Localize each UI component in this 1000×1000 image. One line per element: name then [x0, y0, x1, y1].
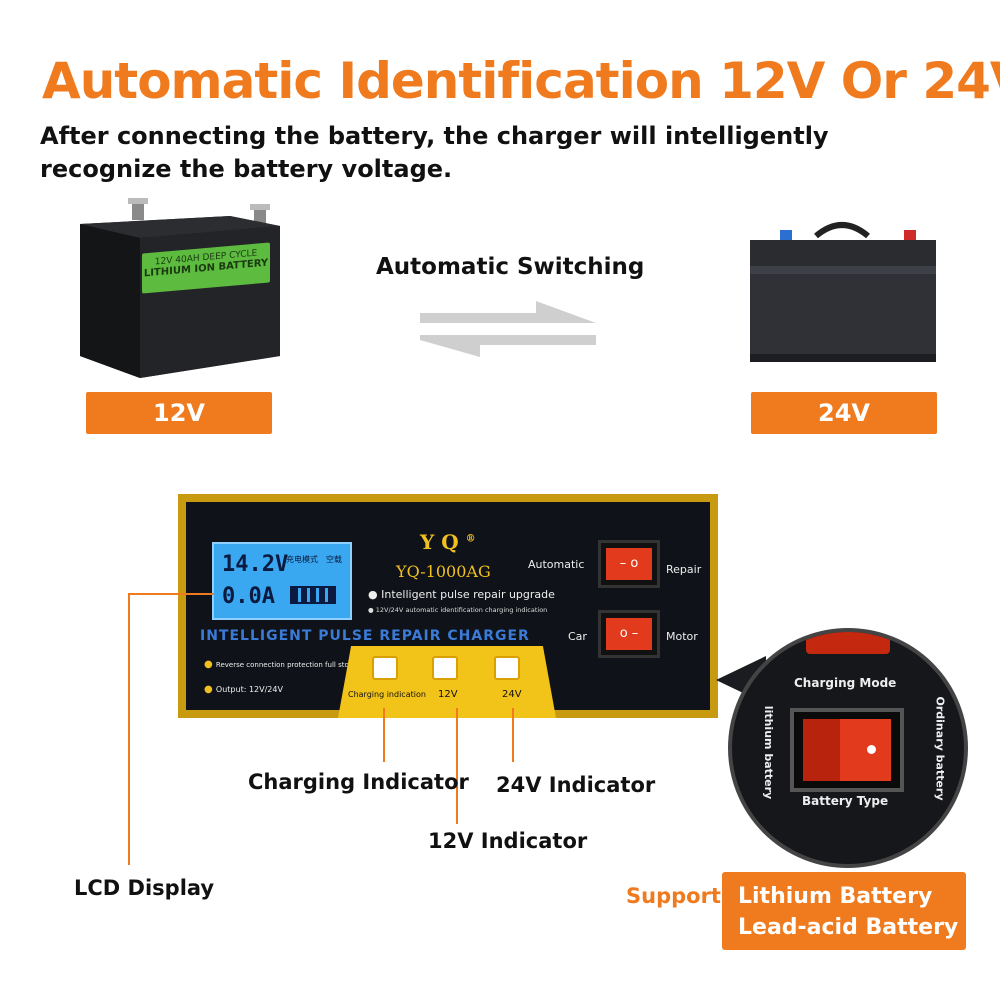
support-label: Support	[626, 884, 721, 908]
switch1-right-label: Repair	[666, 563, 702, 576]
tray-label-24v: 24V	[502, 689, 522, 700]
support-lead-acid: Lead-acid Battery	[738, 915, 959, 940]
rocker-dot	[867, 745, 876, 754]
rocker-switch-face: o –	[606, 618, 652, 650]
page-title: Automatic Identification 12V Or 24V	[42, 52, 1000, 110]
mode-rocker-switch[interactable]: – o	[598, 540, 660, 588]
switch2-right-label: Motor	[666, 630, 698, 643]
lcd-display: 14.2V 0.0A 充电模式 空载	[212, 542, 352, 620]
callout-charging-indicator: Charging Indicator	[248, 770, 469, 794]
tray-label-charging: Charging indication	[348, 690, 426, 699]
panel-caption: INTELLIGENT PULSE REPAIR CHARGER	[200, 628, 530, 644]
24v-indicator-led	[494, 656, 520, 680]
brand-mark: ®	[465, 533, 476, 545]
brand-name: Y Q	[420, 530, 459, 554]
feature-1-text: Intelligent pulse repair upgrade	[381, 588, 555, 601]
voltage-tag-24v: 24V	[751, 392, 937, 434]
callout-12v-indicator: 12V Indicator	[428, 829, 588, 853]
callout-24v-indicator: 24V Indicator	[496, 773, 656, 797]
feature-2-text: 12V/24V automatic identification chargin…	[375, 606, 548, 614]
brand-logo: Y Q ®	[420, 530, 476, 554]
note-output: ● Output: 12V/24V	[204, 684, 283, 695]
lithium-battery-image: 12V 40AH DEEP CYCLE LITHIUM ION BATTERY	[80, 196, 280, 381]
zoom-charging-mode: Charging Mode	[794, 676, 897, 690]
lead-acid-battery-image	[744, 218, 940, 368]
zoom-lithium-label: lithium battery	[762, 705, 776, 800]
zoom-top-switch	[806, 632, 890, 654]
model-number: YQ-1000AG	[396, 562, 491, 581]
switch2-left-label: Car	[568, 630, 587, 643]
voltage-tag-12v: 12V	[86, 392, 272, 434]
battery-type-rocker[interactable]	[790, 708, 904, 792]
callout-lcd-display: LCD Display	[74, 876, 215, 900]
switch-arrows-icon	[416, 295, 600, 363]
callout-line-charging	[383, 708, 385, 762]
switch1-left-label: Automatic	[528, 558, 585, 571]
callout-line-24v	[512, 708, 514, 762]
12v-indicator-led	[432, 656, 458, 680]
charging-indicator-led	[372, 656, 398, 680]
support-box: Lithium Battery Lead-acid Battery	[722, 872, 966, 950]
callout-line-lcd-horizontal	[128, 593, 214, 595]
feature-2: ● 12V/24V automatic identification charg…	[368, 606, 548, 614]
lcd-voltage: 14.2V	[222, 552, 289, 577]
zoom-battery-type: Battery Type	[802, 794, 889, 808]
feature-1: ● Intelligent pulse repair upgrade	[368, 588, 555, 601]
tray-label-12v: 12V	[438, 689, 458, 700]
battery-type-rocker-face	[803, 719, 891, 781]
note-2-text: Output: 12V/24V	[215, 685, 283, 694]
callout-line-12v	[456, 708, 458, 824]
battery-type-zoom: Charging Mode lithium battery Ordinary b…	[728, 628, 968, 868]
note-1-text: Reverse connection protection full stop	[215, 661, 354, 669]
note-reverse-protection: ● Reverse connection protection full sto…	[204, 659, 354, 670]
lcd-current: 0.0A	[222, 584, 275, 609]
lcd-state-label: 空载	[326, 555, 342, 564]
callout-line-lcd-vertical	[128, 593, 130, 865]
page-subtitle: After connecting the battery, the charge…	[40, 122, 829, 183]
switching-label: Automatic Switching	[376, 254, 645, 280]
support-lithium: Lithium Battery	[738, 884, 933, 909]
zoom-ordinary-label: Ordinary battery	[933, 696, 947, 801]
lcd-battery-icon	[290, 586, 336, 604]
rocker-switch-face: – o	[606, 548, 652, 580]
vehicle-rocker-switch[interactable]: o –	[598, 610, 660, 658]
lcd-mode-label: 充电模式	[286, 555, 318, 564]
